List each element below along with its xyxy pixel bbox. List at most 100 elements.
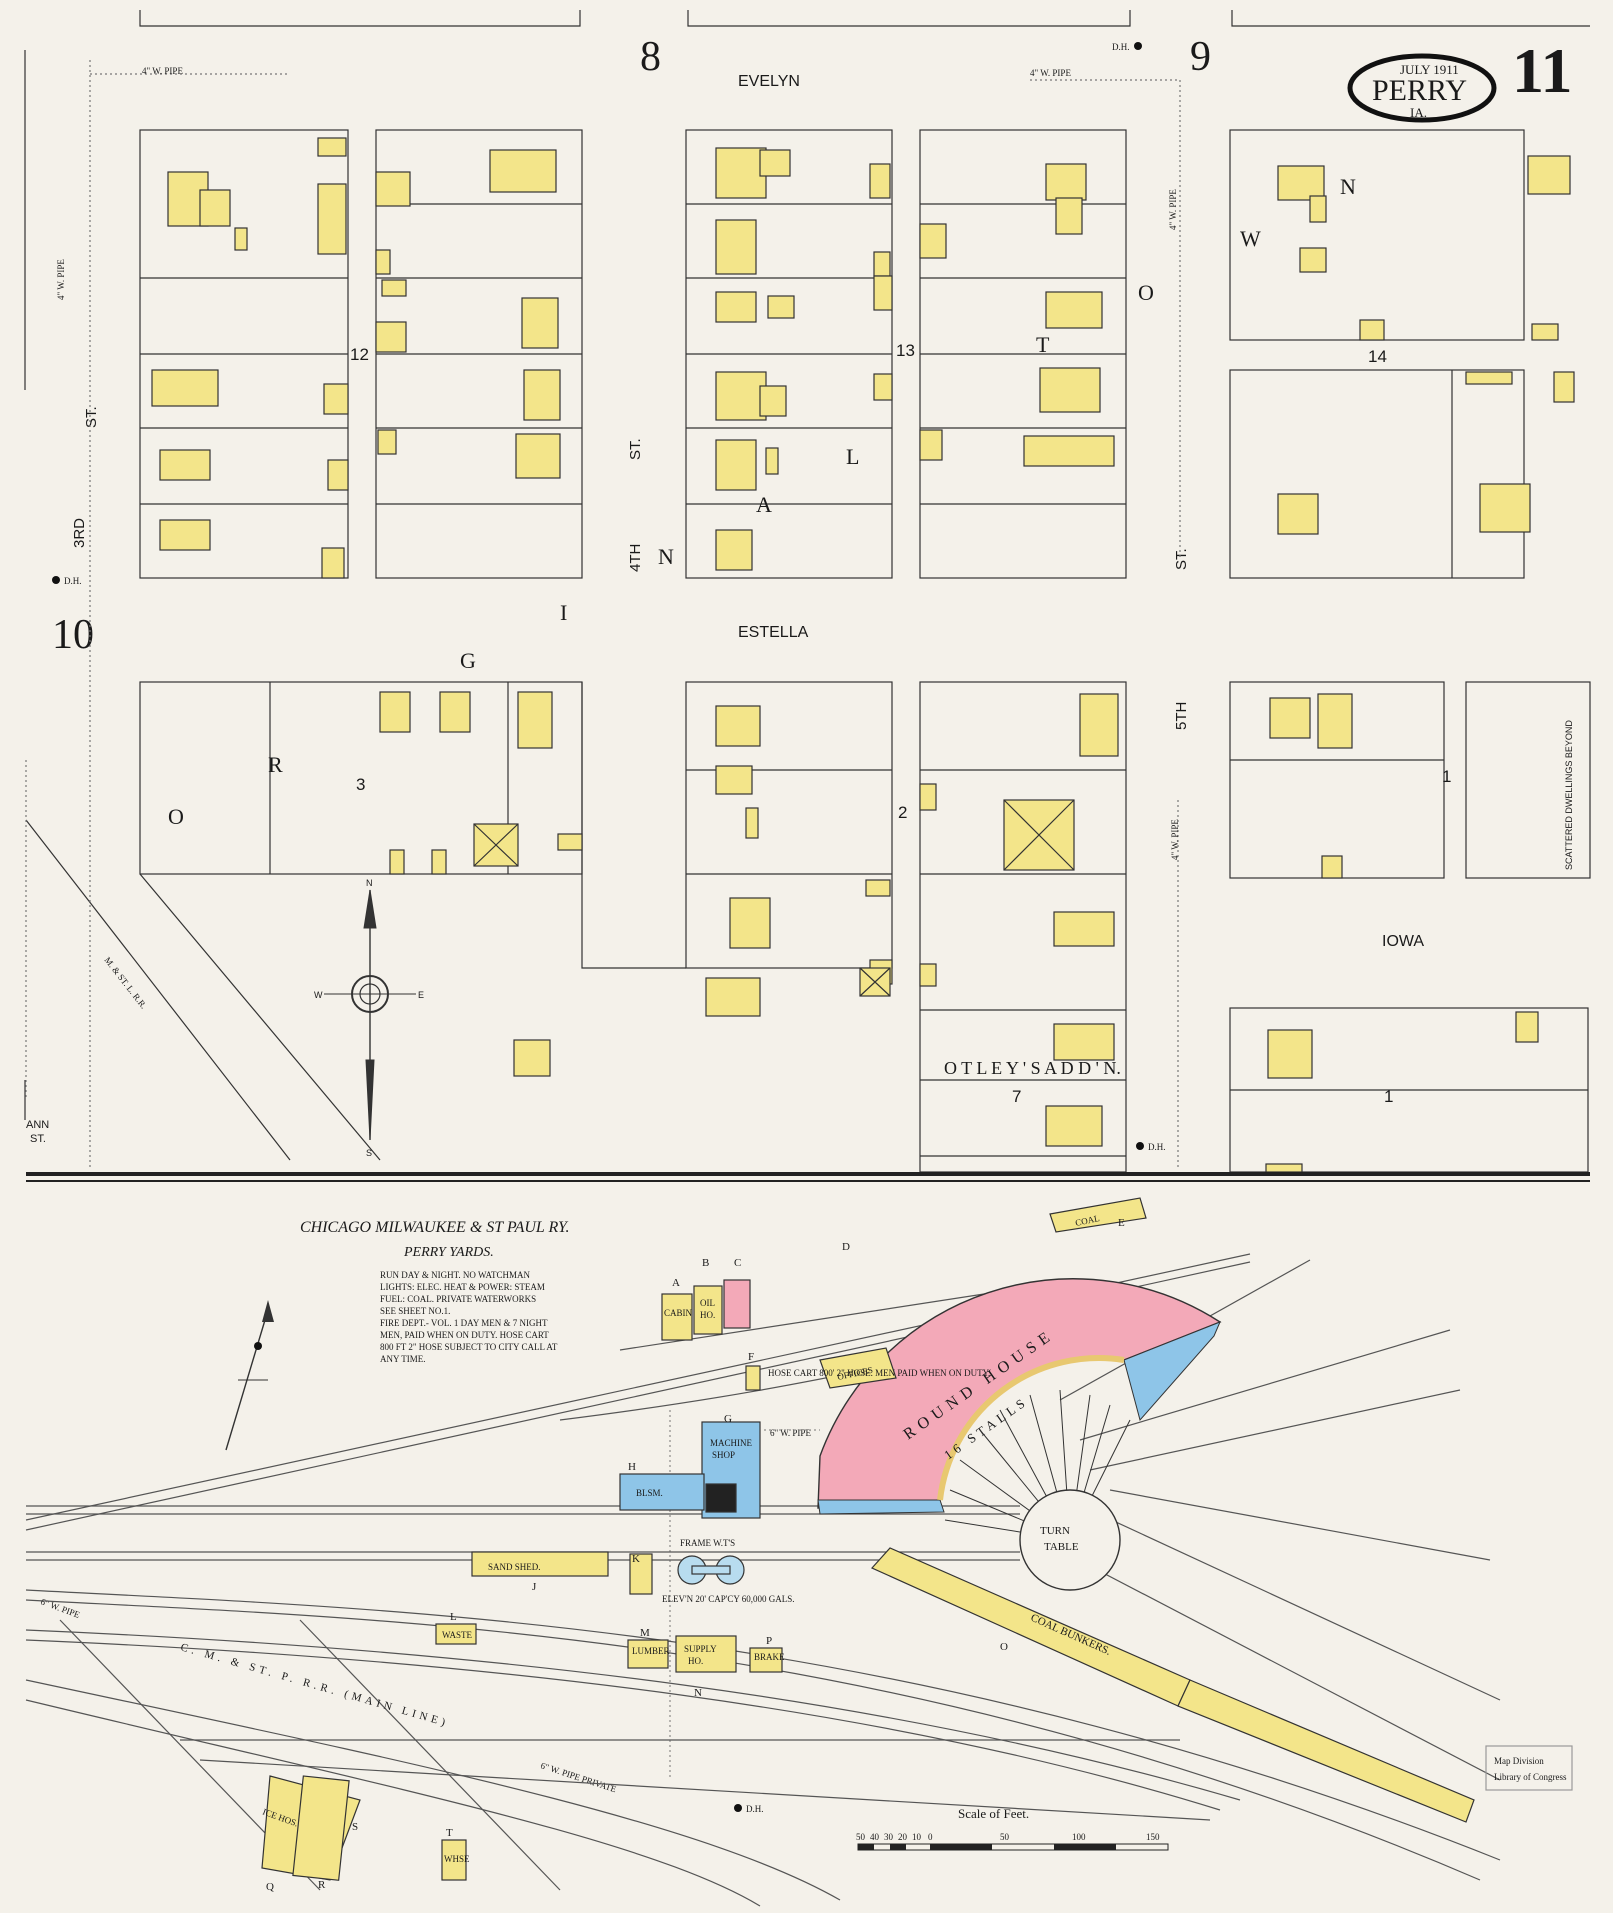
rr-letter: R bbox=[318, 1879, 326, 1891]
street-labels: EVELYN ESTELLA IOWA 3RD ST. 4TH ST. 5TH … bbox=[26, 73, 1574, 1145]
street-5th: 5TH bbox=[1173, 702, 1190, 730]
pipe-label: 4" W. PIPE bbox=[1168, 189, 1178, 230]
rr-letter: G bbox=[724, 1413, 732, 1425]
compass-rose: N S E W bbox=[314, 878, 424, 1158]
rr-letter: L bbox=[450, 1611, 457, 1623]
dh-label: D.H. bbox=[746, 1804, 764, 1814]
compass-e: E bbox=[418, 990, 424, 1000]
machine-shop-label-2: SHOP bbox=[712, 1450, 735, 1460]
machine-shop-label: MACHINE bbox=[710, 1438, 753, 1448]
rr-letter: T bbox=[446, 1827, 453, 1839]
addition-letter: G bbox=[460, 648, 476, 673]
rr-letter: D bbox=[842, 1241, 850, 1253]
pipe-label: 4" W. PIPE bbox=[56, 259, 66, 300]
railroad-note: ANY TIME. bbox=[380, 1354, 426, 1364]
railroad-title: CHICAGO MILWAUKEE & ST PAUL RY. bbox=[300, 1219, 569, 1236]
rr-letter: C bbox=[734, 1257, 741, 1269]
scale-tick: 50 bbox=[856, 1832, 866, 1842]
pipe-label: 4" W. PIPE bbox=[1030, 68, 1071, 78]
cabin-label: CABIN bbox=[664, 1308, 693, 1318]
frame-tank-label: FRAME W.T'S bbox=[680, 1538, 735, 1548]
addition-letter: O bbox=[168, 804, 184, 829]
turn-table-label: TURN bbox=[1040, 1525, 1070, 1537]
whse-label: WHSE bbox=[444, 1854, 470, 1864]
compass-s: S bbox=[366, 1148, 372, 1158]
rr-letter: P bbox=[766, 1635, 772, 1647]
pipe-label: 6" W. PIPE bbox=[770, 1428, 811, 1438]
rr-letter: H bbox=[628, 1461, 636, 1473]
rr-letter: J bbox=[532, 1581, 537, 1593]
scale-bar: Scale of Feet. 50 40 30 20 10 0 50 100 1… bbox=[856, 1806, 1169, 1851]
block-num-14: 14 bbox=[1368, 347, 1387, 366]
turn-table-label-2: TABLE bbox=[1044, 1541, 1079, 1553]
addition-letter: O bbox=[1138, 280, 1154, 305]
dh-label: D.H. bbox=[1112, 42, 1130, 52]
block-num-1: 1 bbox=[1442, 767, 1451, 786]
railroad-note: LIGHTS: ELEC. HEAT & POWER: STEAM bbox=[380, 1282, 545, 1292]
addition-letter: A bbox=[756, 492, 772, 517]
map-header: 8 9 10 JULY 1911 PERRY IA. 11 bbox=[52, 34, 1572, 658]
hose-cart-note: HOSE CART 800' 2" HOSE. MEN PAID WHEN ON… bbox=[768, 1368, 990, 1378]
frame-dwellings bbox=[151, 137, 1575, 1173]
block-label-9: 9 bbox=[1190, 34, 1211, 80]
railroad-letters: A B C D E F G H J K L M N O P Q R S T bbox=[266, 1217, 1125, 1893]
block-label-8: 8 bbox=[640, 34, 661, 80]
street-estella: ESTELLA bbox=[738, 624, 809, 641]
addition-letter: T bbox=[1036, 332, 1050, 357]
stamp-line: Map Division bbox=[1494, 1756, 1544, 1766]
oil-ho-label: OIL bbox=[700, 1298, 715, 1308]
street-5th-st: ST. bbox=[1173, 548, 1190, 570]
block-num-7: 7 bbox=[1012, 1087, 1021, 1106]
street-ann-st: ST. bbox=[30, 1133, 46, 1145]
tank-capacity-label: ELEV'N 20' CAP'CY 60,000 GALS. bbox=[662, 1594, 795, 1604]
railroad-note: 800 FT 2" HOSE SUBJECT TO CITY CALL AT bbox=[380, 1342, 558, 1352]
block-label-10: 10 bbox=[52, 612, 94, 658]
rr-letter: E bbox=[1118, 1217, 1125, 1229]
state-name: IA. bbox=[1410, 105, 1427, 120]
outbuildings bbox=[473, 799, 1075, 997]
rr-letter: S bbox=[352, 1821, 358, 1833]
sheet-number: 11 bbox=[1512, 35, 1572, 106]
pipe-label: 4" W. PIPE bbox=[142, 66, 183, 76]
supply-ho-label-2: HO. bbox=[688, 1656, 703, 1666]
rr-letter: A bbox=[672, 1277, 680, 1289]
railroad-note: FUEL: COAL. PRIVATE WATERWORKS bbox=[380, 1294, 536, 1304]
compass-n: N bbox=[366, 878, 373, 888]
library-stamp: Map Division Library of Congress bbox=[1485, 1745, 1573, 1791]
lumber-shed-label: LUMBER bbox=[632, 1646, 670, 1656]
addition-letter: R bbox=[268, 752, 283, 777]
map-date: JULY 1911 bbox=[1400, 62, 1459, 77]
railroad-buildings: OFFICES COAL CABIN OIL HO. HOSE CART 800… bbox=[261, 1197, 1475, 1881]
block-num-2: 2 bbox=[898, 803, 907, 822]
block-num-12: 12 bbox=[350, 345, 369, 364]
supply-ho-label: SUPPLY bbox=[684, 1644, 717, 1654]
addition-letter: I bbox=[560, 600, 567, 625]
city-cartouche bbox=[1347, 53, 1497, 123]
scale-tick: 10 bbox=[912, 1832, 922, 1842]
addition-letter: W bbox=[1240, 226, 1261, 251]
city-name: PERRY bbox=[1372, 74, 1467, 107]
compass-w: W bbox=[314, 990, 323, 1000]
addition-letter: L bbox=[846, 444, 859, 469]
rr-letter: M bbox=[640, 1627, 650, 1639]
addition-letter: N bbox=[1340, 174, 1356, 199]
scale-tick: 20 bbox=[898, 1832, 908, 1842]
side-street-note: SCATTERED DWELLINGS BEYOND bbox=[1564, 720, 1574, 870]
dh-label: D.H. bbox=[64, 576, 82, 586]
scale-tick: 40 bbox=[870, 1832, 880, 1842]
addition-letter: N bbox=[658, 544, 674, 569]
rr-letter: O bbox=[1000, 1641, 1008, 1653]
waste-ho-label: WASTE bbox=[442, 1630, 472, 1640]
rr-letter: B bbox=[702, 1257, 709, 1269]
otleys-addition: O T L E Y ' S A D D ' N. bbox=[944, 1058, 1121, 1078]
railroad-subtitle: PERRY YARDS. bbox=[403, 1245, 494, 1260]
scale-tick: 50 bbox=[1000, 1832, 1010, 1842]
scale-tick: 150 bbox=[1146, 1832, 1160, 1842]
railroad-note: FIRE DEPT.- VOL. 1 DAY MEN & 7 NIGHT bbox=[380, 1318, 548, 1328]
rr-letter: Q bbox=[266, 1881, 274, 1893]
blacksmith-label: BLSM. bbox=[636, 1488, 663, 1498]
pipe-label: 4" W. PIPE bbox=[1170, 819, 1180, 860]
sand-shed-label: SAND SHED. bbox=[488, 1562, 541, 1572]
block-num-13: 13 bbox=[896, 341, 915, 360]
